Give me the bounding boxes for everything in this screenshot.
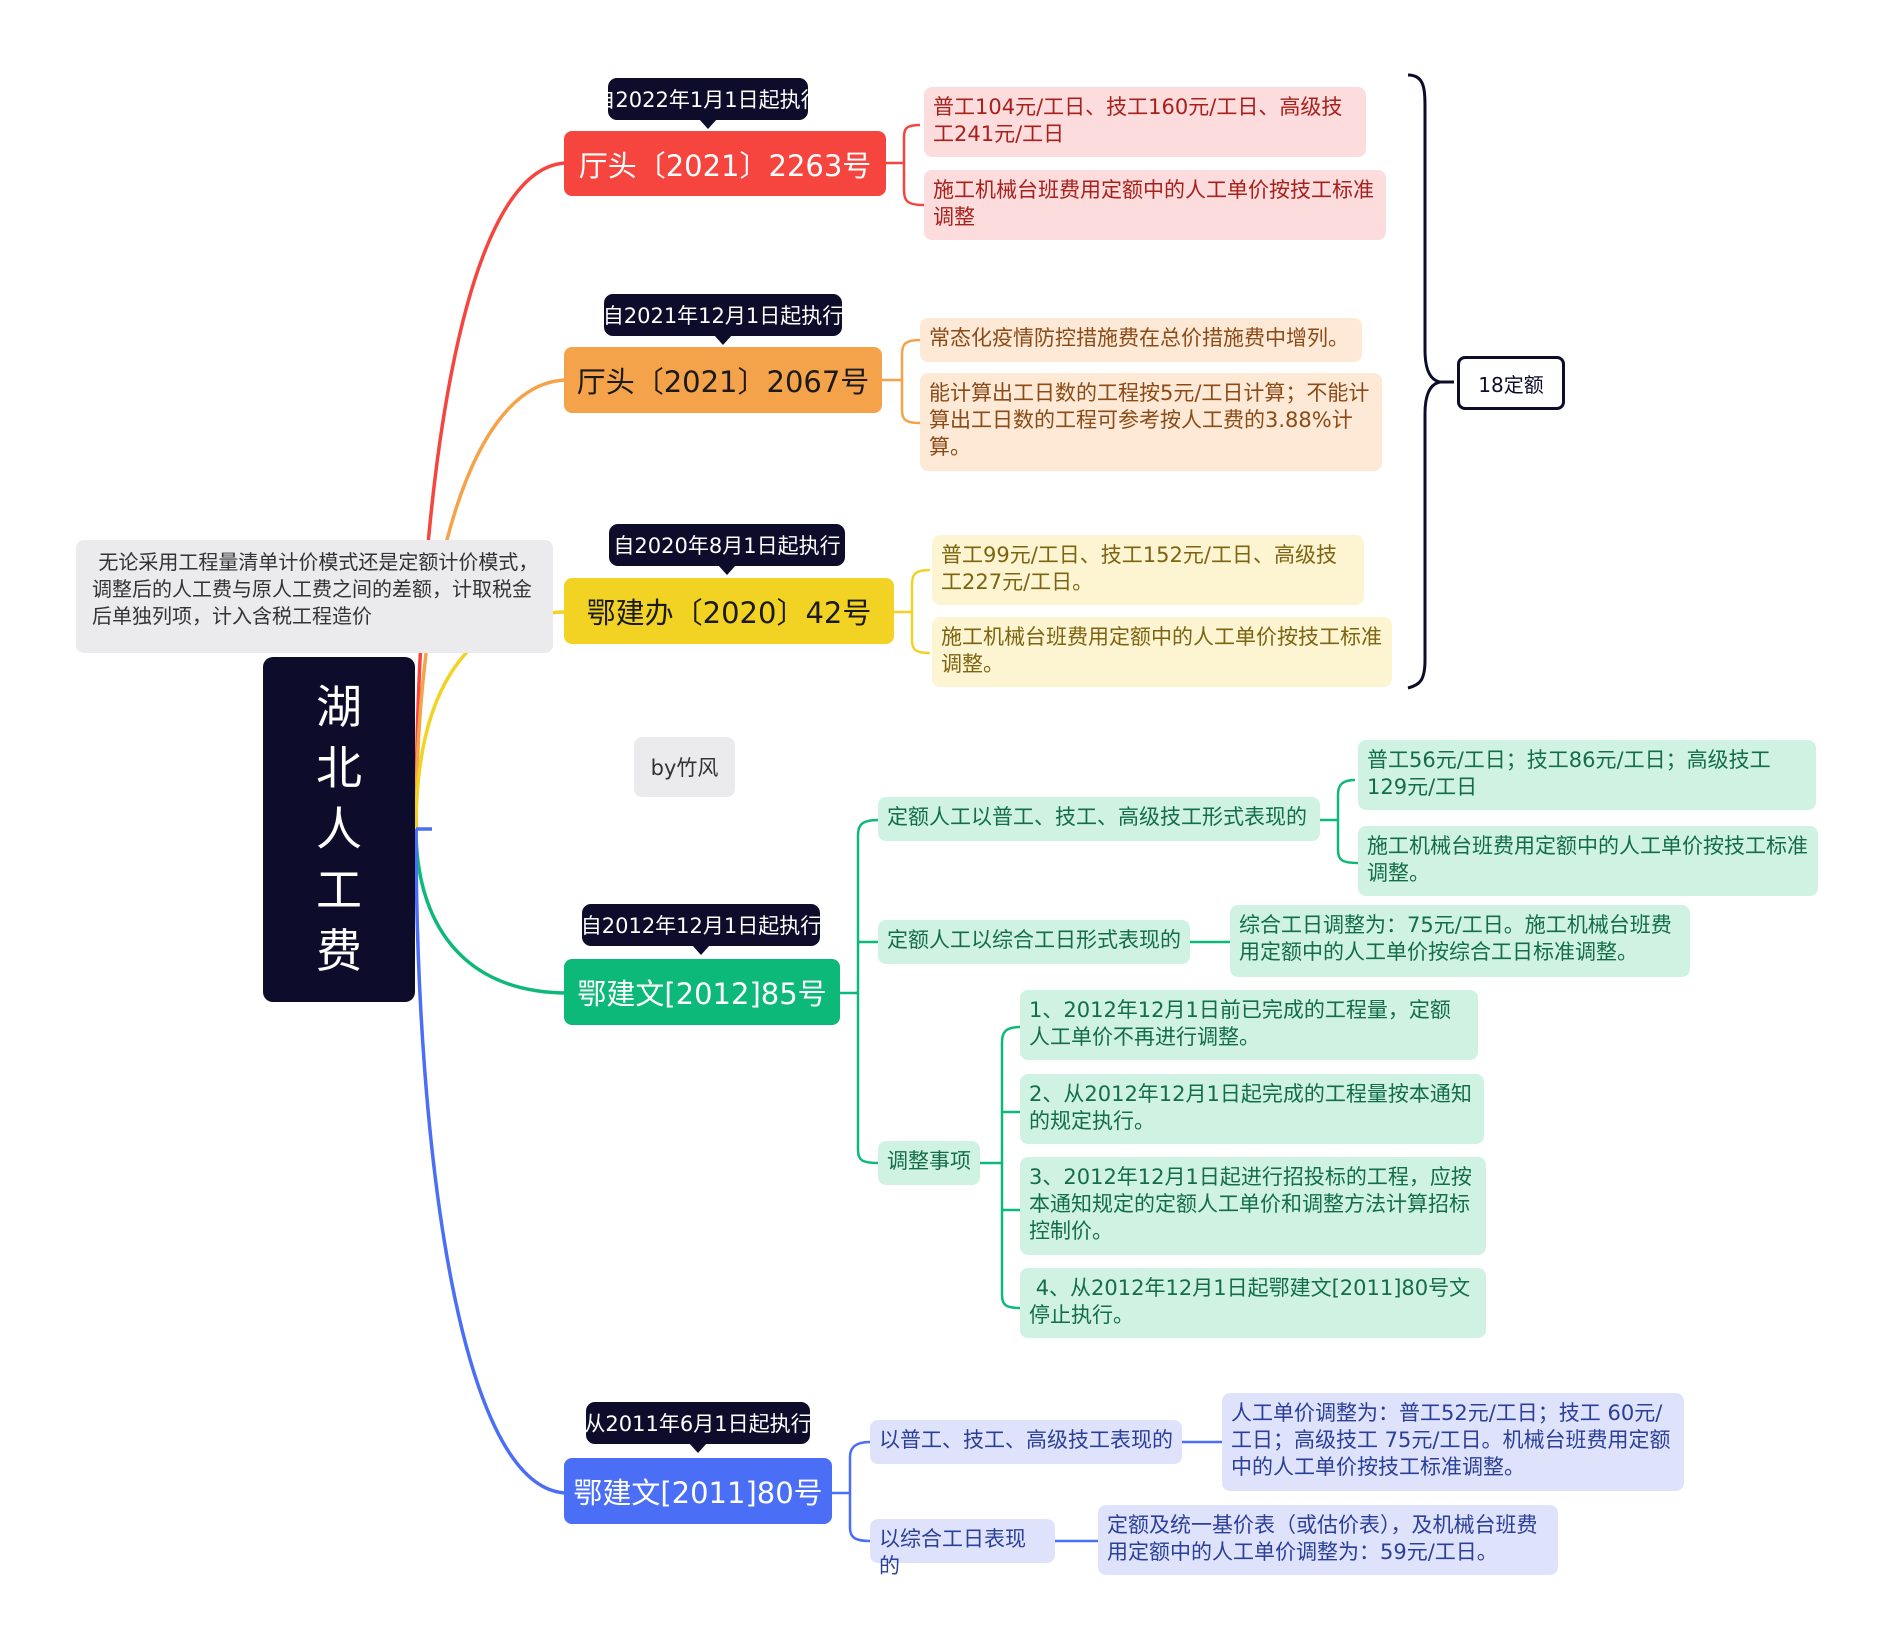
b5-sub1-leaf-1-text: 人工单价调整为：普工52元/工日；技工 60元/工日；高级技工 75元/工日。机… (1231, 1401, 1671, 1479)
b4-sub1-leaf-2-text: 施工机械台班费用定额中的人工单价按技工标准调整。 (1367, 834, 1808, 885)
link-b5-trunk (830, 1440, 871, 1543)
b5-sub2[interactable]: 以综合工日表现的 (870, 1519, 1055, 1578)
b3-date-tag: 自2020年8月1日起执行 (609, 524, 845, 575)
b2-date-text: 自2021年12月1日起执行 (602, 304, 844, 328)
b4-sub3-leaf-3[interactable]: 3、2012年12月1日起进行招投标的工程，应按本通知规定的定额人工单价和调整方… (1020, 1157, 1486, 1255)
b2-label: 厅头〔2021〕2067号 (576, 365, 870, 399)
signature-text: by竹风 (650, 756, 719, 780)
b5-sub2-leaf-1[interactable]: 定额及统一基价表（或估价表），及机械台班费用定额中的人工单价调整为：59元/工日… (1098, 1505, 1558, 1575)
link-b4-sub3 (978, 1025, 1021, 1310)
b4-sub3-text: 调整事项 (887, 1149, 971, 1173)
b4-sub2-text: 定额人工以综合工日形式表现的 (887, 928, 1181, 952)
b4-topic[interactable]: 鄂建文[2012]85号 (564, 959, 840, 1025)
root-topic[interactable]: 湖北人工费 (263, 657, 415, 1002)
b4-sub3[interactable]: 调整事项 (878, 1141, 980, 1185)
link-root-b2 (414, 378, 569, 830)
link-b1-leaves (884, 123, 925, 207)
b4-sub3-leaf-2-text: 2、从2012年12月1日起完成的工程量按本通知的规定执行。 (1029, 1082, 1472, 1133)
b2-date-tag: 自2021年12月1日起执行 (602, 294, 844, 345)
b4-sub1-leaf-1[interactable]: 普工56元/工日；技工86元/工日；高级技工129元/工日 (1358, 740, 1816, 810)
b4-sub1-text: 定额人工以普工、技工、高级技工形式表现的 (887, 805, 1307, 829)
b4-sub1-leaf-2[interactable]: 施工机械台班费用定额中的人工单价按技工标准调整。 (1358, 826, 1818, 896)
b5-topic[interactable]: 鄂建文[2011]80号 (564, 1458, 832, 1524)
link-b2-leaves (880, 338, 921, 425)
b1-leaf-1[interactable]: 普工104元/工日、技工160元/工日、高级技工241元/工日 (924, 87, 1366, 157)
b3-label: 鄂建办〔2020〕42号 (586, 596, 872, 630)
b4-date-text: 自2012年12月1日起执行 (580, 914, 822, 938)
b4-sub3-leaf-4[interactable]: 4、从2012年12月1日起鄂建文[2011]80号文停止执行。 (1020, 1268, 1486, 1338)
b3-topic[interactable]: 鄂建办〔2020〕42号 (564, 578, 894, 644)
b5-sub2-text: 以综合工日表现的 (879, 1527, 1026, 1578)
b4-sub2-leaf-1[interactable]: 综合工日调整为：75元/工日。施工机械台班费用定额中的人工单价按综合工日标准调整… (1230, 905, 1690, 977)
b3-date-text: 自2020年8月1日起执行 (613, 534, 841, 558)
link-b4-trunk (838, 818, 879, 1165)
b4-sub2-leaf-1-text: 综合工日调整为：75元/工日。施工机械台班费用定额中的人工单价按综合工日标准调整… (1239, 913, 1672, 964)
b2-leaf-1[interactable]: 常态化疫情防控措施费在总价措施费中增列。 (920, 318, 1362, 362)
summary-brace (1407, 73, 1441, 690)
b4-label: 鄂建文[2012]85号 (577, 977, 827, 1011)
b4-sub3-leaf-3-text: 3、2012年12月1日起进行招投标的工程，应按本通知规定的定额人工单价和调整方… (1029, 1165, 1472, 1243)
b1-leaf-1-text: 普工104元/工日、技工160元/工日、高级技工241元/工日 (933, 95, 1343, 146)
b5-sub2-leaf-1-text: 定额及统一基价表（或估价表），及机械台班费用定额中的人工单价调整为：59元/工日… (1107, 1513, 1538, 1564)
summary-node[interactable]: 18定额 (1457, 356, 1565, 410)
b4-sub2[interactable]: 定额人工以综合工日形式表现的 (878, 920, 1190, 964)
b5-date-text: 从2011年6月1日起执行 (584, 1412, 812, 1436)
link-root-b4 (414, 828, 569, 995)
b1-date-tag: 自2022年1月1日起执行 (594, 78, 822, 129)
b1-date-text: 自2022年1月1日起执行 (594, 88, 822, 112)
note-text: 无论采用工程量清单计价模式还是定额计价模式，调整后的人工费与原人工费之间的差额，… (92, 550, 539, 628)
b4-date-tag: 自2012年12月1日起执行 (580, 904, 822, 955)
b2-topic[interactable]: 厅头〔2021〕2067号 (564, 347, 882, 413)
link-b4-sub1 (1318, 778, 1359, 865)
b4-sub1[interactable]: 定额人工以普工、技工、高级技工形式表现的 (878, 797, 1320, 841)
link-b3-leaves (892, 568, 931, 655)
b1-leaf-2-text: 施工机械台班费用定额中的人工单价按技工标准调整 (933, 178, 1374, 229)
link-root-b1 (414, 161, 569, 830)
link-root-b5 (414, 828, 569, 1495)
b5-label: 鄂建文[2011]80号 (573, 1476, 823, 1510)
root-label: 湖北人工费 (316, 680, 362, 978)
b1-leaf-2[interactable]: 施工机械台班费用定额中的人工单价按技工标准调整 (924, 170, 1386, 240)
b1-label: 厅头〔2021〕2263号 (578, 148, 872, 183)
b3-leaf-2[interactable]: 施工机械台班费用定额中的人工单价按技工标准调整。 (932, 617, 1392, 687)
b3-leaf-1[interactable]: 普工99元/工日、技工152元/工日、高级技工227元/工日。 (932, 535, 1364, 605)
b2-leaf-2[interactable]: 能计算出工日数的工程按5元/工日计算；不能计算出工日数的工程可参考按人工费的3.… (920, 373, 1382, 471)
b5-date-tag: 从2011年6月1日起执行 (584, 1402, 812, 1453)
b2-leaf-1-text: 常态化疫情防控措施费在总价措施费中增列。 (929, 326, 1349, 350)
b3-leaf-1-text: 普工99元/工日、技工152元/工日、高级技工227元/工日。 (941, 543, 1337, 594)
b4-sub3-leaf-4-text: 4、从2012年12月1日起鄂建文[2011]80号文停止执行。 (1029, 1276, 1471, 1327)
summary-label: 18定额 (1478, 372, 1544, 397)
b4-sub1-leaf-1-text: 普工56元/工日；技工86元/工日；高级技工129元/工日 (1367, 748, 1771, 799)
b4-sub3-leaf-1-text: 1、2012年12月1日前已完成的工程量，定额人工单价不再进行调整。 (1029, 998, 1451, 1049)
b5-sub1-leaf-1[interactable]: 人工单价调整为：普工52元/工日；技工 60元/工日；高级技工 75元/工日。机… (1222, 1393, 1684, 1491)
b5-sub1-text: 以普工、技工、高级技工表现的 (879, 1428, 1173, 1452)
signature-box[interactable]: by竹风 (634, 737, 735, 797)
b5-sub1[interactable]: 以普工、技工、高级技工表现的 (870, 1420, 1182, 1464)
b1-topic[interactable]: 厅头〔2021〕2263号 (564, 131, 886, 196)
note-box[interactable]: 无论采用工程量清单计价模式还是定额计价模式，调整后的人工费与原人工费之间的差额，… (76, 540, 553, 653)
b3-leaf-2-text: 施工机械台班费用定额中的人工单价按技工标准调整。 (941, 625, 1382, 676)
b2-leaf-2-text: 能计算出工日数的工程按5元/工日计算；不能计算出工日数的工程可参考按人工费的3.… (929, 381, 1370, 459)
b4-sub3-leaf-2[interactable]: 2、从2012年12月1日起完成的工程量按本通知的规定执行。 (1020, 1074, 1484, 1144)
b4-sub3-leaf-1[interactable]: 1、2012年12月1日前已完成的工程量，定额人工单价不再进行调整。 (1020, 990, 1478, 1060)
